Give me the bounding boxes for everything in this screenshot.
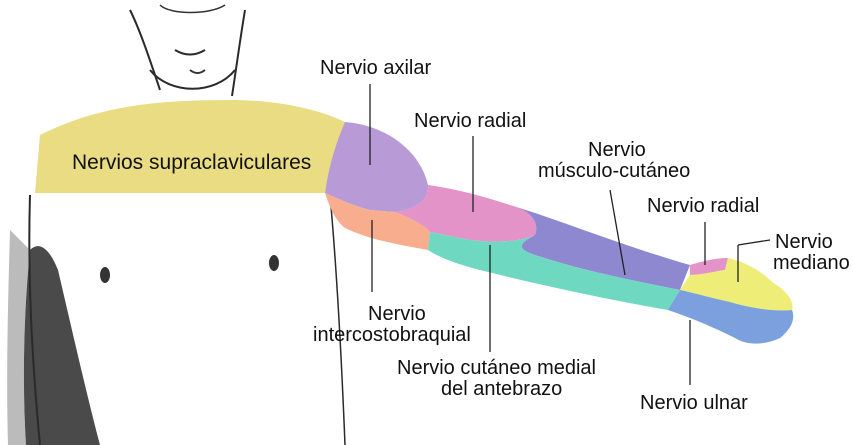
label-radial-arm: Nervio radial [414, 111, 526, 132]
label-median-line1: Nervio [775, 232, 833, 253]
nipple-left [100, 267, 110, 283]
label-ulnar: Nervio ulnar [640, 393, 748, 414]
label-intercostobrachial-line1: Nervio [368, 304, 426, 325]
label-median-line2: mediano [773, 253, 850, 274]
nipple-right [269, 255, 279, 271]
label-radial-hand: Nervio radial [647, 196, 759, 217]
label-medial-antebrachial-line1: Nervio cutáneo medial [397, 358, 596, 379]
label-musculocutaneous-line2: músculo-cutáneo [538, 161, 690, 182]
label-musculocutaneous-line1: Nervio [588, 140, 646, 161]
left-arm-shading [24, 246, 100, 445]
region-supraclavicular [35, 100, 345, 193]
label-intercostobrachial-line2: intercostobraquial [313, 325, 471, 346]
label-supraclavicular: Nervios supraclaviculares [72, 152, 311, 173]
label-medial-antebrachial-line2: del antebrazo [441, 379, 562, 400]
label-axillary: Nervio axilar [320, 58, 431, 79]
region-axillary [325, 122, 428, 212]
